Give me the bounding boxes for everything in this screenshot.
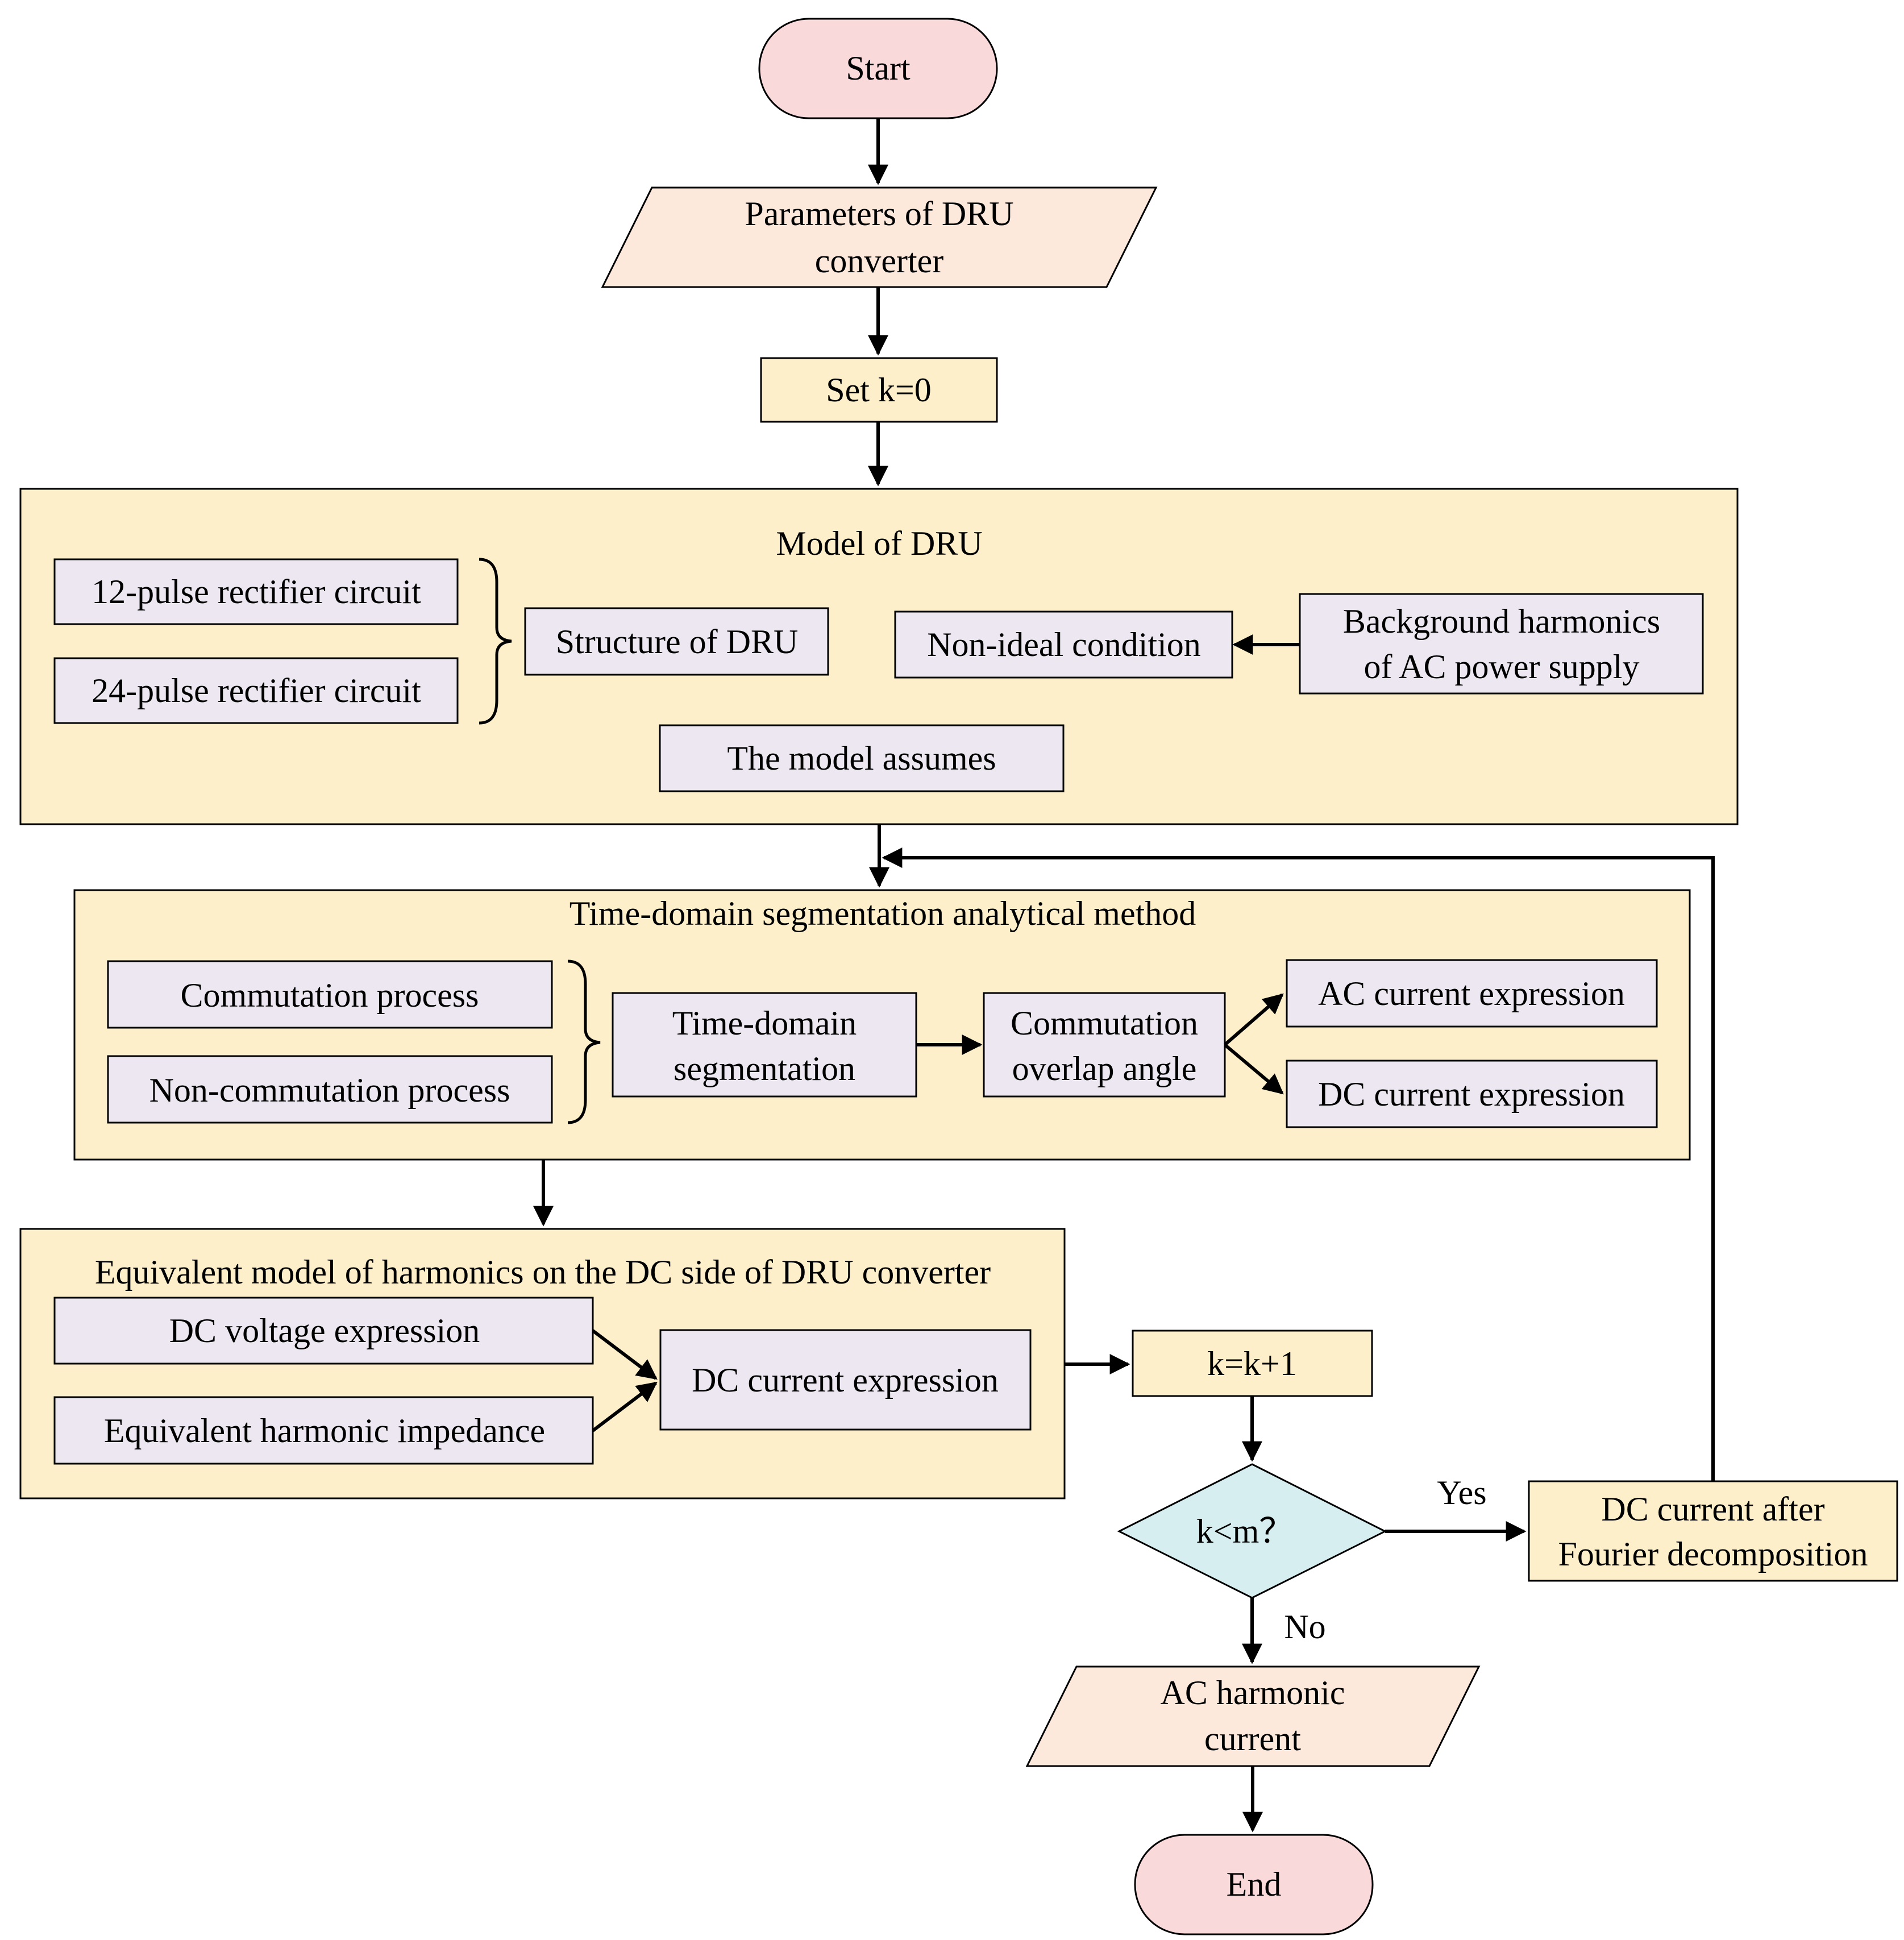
model-assumes-box: The model assumes	[659, 724, 1065, 792]
overlap-label-line2: overlap angle	[1012, 1050, 1197, 1087]
commutation-box: Commutation process	[107, 960, 553, 1029]
time-domain-container: Time-domain segmentation analytical meth…	[73, 889, 1691, 1161]
model-assumes-label: The model assumes	[727, 740, 996, 777]
fourier-label-line1: DC current after	[1601, 1490, 1824, 1528]
parameters-label-line1: Parameters of DRU	[745, 195, 1013, 232]
ac-harmonic-label-line2: current	[1204, 1720, 1301, 1758]
decision-label: k<m？	[1196, 1513, 1294, 1550]
non-ideal-box: Non-ideal condition	[894, 610, 1233, 679]
model-title: Model of DRU	[776, 525, 982, 562]
arrow-overlap-to-ac-current	[1224, 993, 1284, 1046]
equivalent-dc-current-box: DC current expression	[659, 1329, 1032, 1431]
fourier-label-line2: Fourier decomposition	[1558, 1535, 1868, 1573]
background-label-line2: of AC power supply	[1364, 648, 1640, 686]
commutation-label: Commutation process	[181, 977, 479, 1014]
no-label: No	[1284, 1608, 1325, 1646]
start-terminal: Start	[758, 18, 998, 119]
pulse24-box: 24-pulse rectifier circuit	[53, 657, 459, 724]
parameters-label-line2: converter	[815, 242, 944, 280]
dc-voltage-label: DC voltage expression	[169, 1312, 480, 1349]
arrow-loop-back-to-timedomain	[882, 848, 1715, 1481]
fourier-box: DC current after Fourier decomposition	[1528, 1480, 1898, 1582]
ac-current-label: AC current expression	[1318, 975, 1625, 1012]
arrow-impedance-to-dc-current	[592, 1381, 658, 1432]
decision-diamond: k<m？	[1117, 1463, 1387, 1599]
end-label: End	[1227, 1866, 1282, 1903]
model-container: Model of DRU 12-pulse rectifier circuit …	[19, 488, 1739, 825]
segmentation-box: Time-domain segmentation	[612, 992, 917, 1098]
equivalent-dc-current-label: DC current expression	[692, 1361, 999, 1399]
overlap-angle-box: Commutation overlap angle	[983, 992, 1226, 1098]
impedance-label: Equivalent harmonic impedance	[104, 1412, 545, 1449]
increment-label: k=k+1	[1207, 1345, 1297, 1382]
pulse12-label: 12-pulse rectifier circuit	[92, 573, 421, 610]
dc-current-box: DC current expression	[1286, 1060, 1658, 1128]
time-domain-brace-icon	[567, 959, 601, 1124]
ac-harmonic-label-line1: AC harmonic	[1161, 1674, 1345, 1711]
background-harmonics-box: Background harmonics of AC power supply	[1299, 593, 1704, 695]
dc-voltage-box: DC voltage expression	[53, 1297, 594, 1365]
arrow-voltage-to-dc-current	[592, 1329, 658, 1380]
segmentation-label-line2: segmentation	[674, 1050, 855, 1087]
yes-label: Yes	[1437, 1474, 1486, 1511]
structure-label: Structure of DRU	[556, 623, 799, 660]
structure-box: Structure of DRU	[524, 607, 829, 676]
impedance-box: Equivalent harmonic impedance	[53, 1396, 594, 1465]
dc-current-label: DC current expression	[1318, 1075, 1625, 1113]
equivalent-container: Equivalent model of harmonics on the DC …	[19, 1228, 1066, 1499]
arrow-overlap-to-dc-current	[1224, 1043, 1284, 1095]
pulse24-label: 24-pulse rectifier circuit	[92, 672, 421, 709]
set-k-label: Set k=0	[826, 371, 932, 409]
start-label: Start	[846, 49, 911, 87]
segmentation-label-line1: Time-domain	[672, 1004, 857, 1042]
equivalent-title: Equivalent model of harmonics on the DC …	[95, 1253, 991, 1291]
pulse12-box: 12-pulse rectifier circuit	[53, 558, 459, 625]
ac-harmonic-output: AC harmonic current	[1025, 1665, 1481, 1767]
overlap-label-line1: Commutation	[1011, 1004, 1198, 1042]
ac-current-box: AC current expression	[1286, 959, 1658, 1028]
parameters-input: Parameters of DRU converter	[601, 186, 1158, 288]
set-k-process: Set k=0	[760, 357, 998, 423]
model-brace-icon	[479, 558, 512, 725]
non-ideal-label: Non-ideal condition	[927, 626, 1201, 663]
non-commutation-label: Non-commutation process	[149, 1071, 510, 1109]
background-label-line1: Background harmonics	[1343, 603, 1660, 640]
time-domain-title: Time-domain segmentation analytical meth…	[569, 895, 1196, 932]
increment-process: k=k+1	[1132, 1330, 1373, 1397]
end-terminal: End	[1134, 1834, 1374, 1935]
non-commutation-box: Non-commutation process	[107, 1055, 553, 1124]
